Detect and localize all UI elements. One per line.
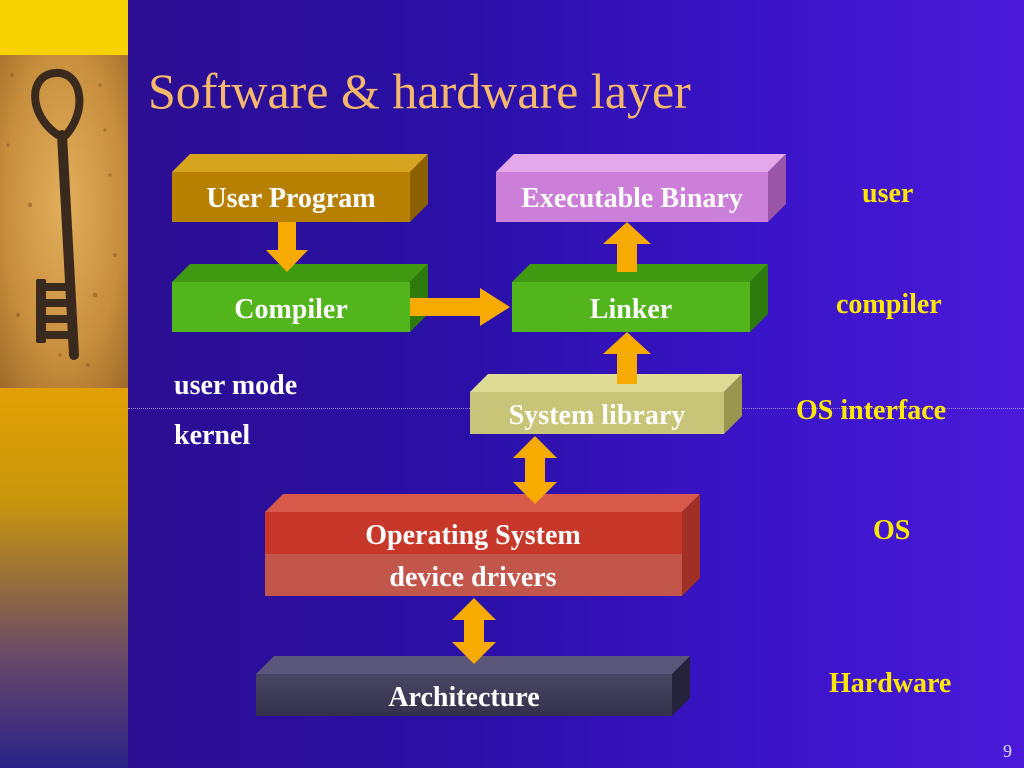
- slide-title: Software & hardware layer: [148, 63, 691, 119]
- arrow-compiler-to-linker: [410, 288, 510, 326]
- layer-label-user: user: [862, 178, 914, 209]
- arrow-linker-to-executable: [603, 222, 651, 272]
- compiler-box: Compiler: [172, 264, 428, 332]
- kernel-label: kernel: [174, 420, 251, 451]
- user-program-label: User Program: [206, 183, 375, 214]
- sidebar-top-bar: [0, 0, 128, 60]
- user-mode-label: user mode: [174, 370, 298, 401]
- key-photo: [0, 55, 128, 388]
- architecture-box: Architecture: [256, 656, 690, 716]
- arrow-os-architecture-double: [452, 598, 496, 664]
- architecture-label: Architecture: [388, 682, 539, 713]
- executable-binary-box: Executable Binary: [496, 154, 786, 222]
- layer-label-hardware: Hardware: [829, 668, 952, 699]
- page-number: 9: [1003, 741, 1012, 761]
- layer-label-os-interface: OS interface: [796, 395, 947, 426]
- arrow-system-library-to-linker: [603, 332, 651, 384]
- operating-system-label: Operating System: [365, 520, 580, 551]
- device-drivers-label: device drivers: [389, 562, 556, 593]
- user-program-box: User Program: [172, 154, 428, 222]
- arrow-system-library-os-double: [513, 436, 557, 504]
- executable-binary-label: Executable Binary: [521, 183, 743, 214]
- linker-box: Linker: [512, 264, 768, 332]
- layer-label-compiler: compiler: [836, 289, 942, 320]
- arrow-user-program-to-compiler: [266, 222, 308, 272]
- linker-label: Linker: [590, 294, 672, 325]
- compiler-label: Compiler: [234, 294, 348, 325]
- system-library-box: System library: [470, 374, 742, 434]
- system-library-label: System library: [509, 400, 686, 431]
- layer-label-os: OS: [873, 515, 911, 546]
- operating-system-box: Operating System device drivers: [265, 494, 700, 596]
- sidebar: [0, 0, 128, 768]
